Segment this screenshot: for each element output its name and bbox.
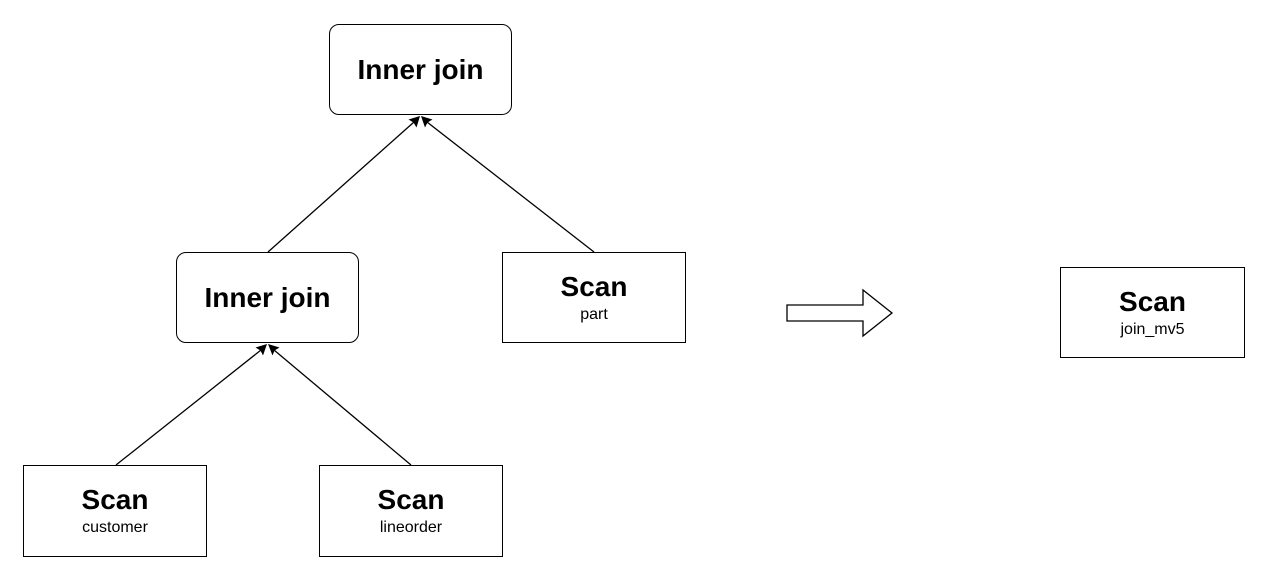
inner-join-node-top: Inner join [329,24,512,115]
edge-scan-lineorder-to-join-mid [268,344,412,466]
node-table-name: part [580,305,608,323]
edge-scan-customer-to-join-mid [115,344,267,466]
node-title: Scan [1119,285,1186,317]
inner-join-node-middle: Inner join [176,252,359,343]
node-title: Scan [81,484,149,515]
node-title: Scan [560,270,628,302]
scan-node-lineorder: Scan lineorder [319,465,503,557]
edge-join-mid-to-join-top [267,116,420,253]
rewrite-arrow-icon [786,288,894,338]
node-title: Inner join [204,281,331,313]
node-title: Inner join [357,53,484,85]
node-table-name: join_mv5 [1120,320,1185,338]
scan-node-materialized-view: Scan join_mv5 [1060,267,1245,358]
node-table-name: customer [82,519,148,536]
scan-node-part: Scan part [502,252,686,343]
node-table-name: lineorder [379,519,443,536]
node-title: Scan [377,484,445,515]
edge-scan-part-to-join-top [421,116,595,253]
scan-node-customer: Scan customer [23,465,207,557]
